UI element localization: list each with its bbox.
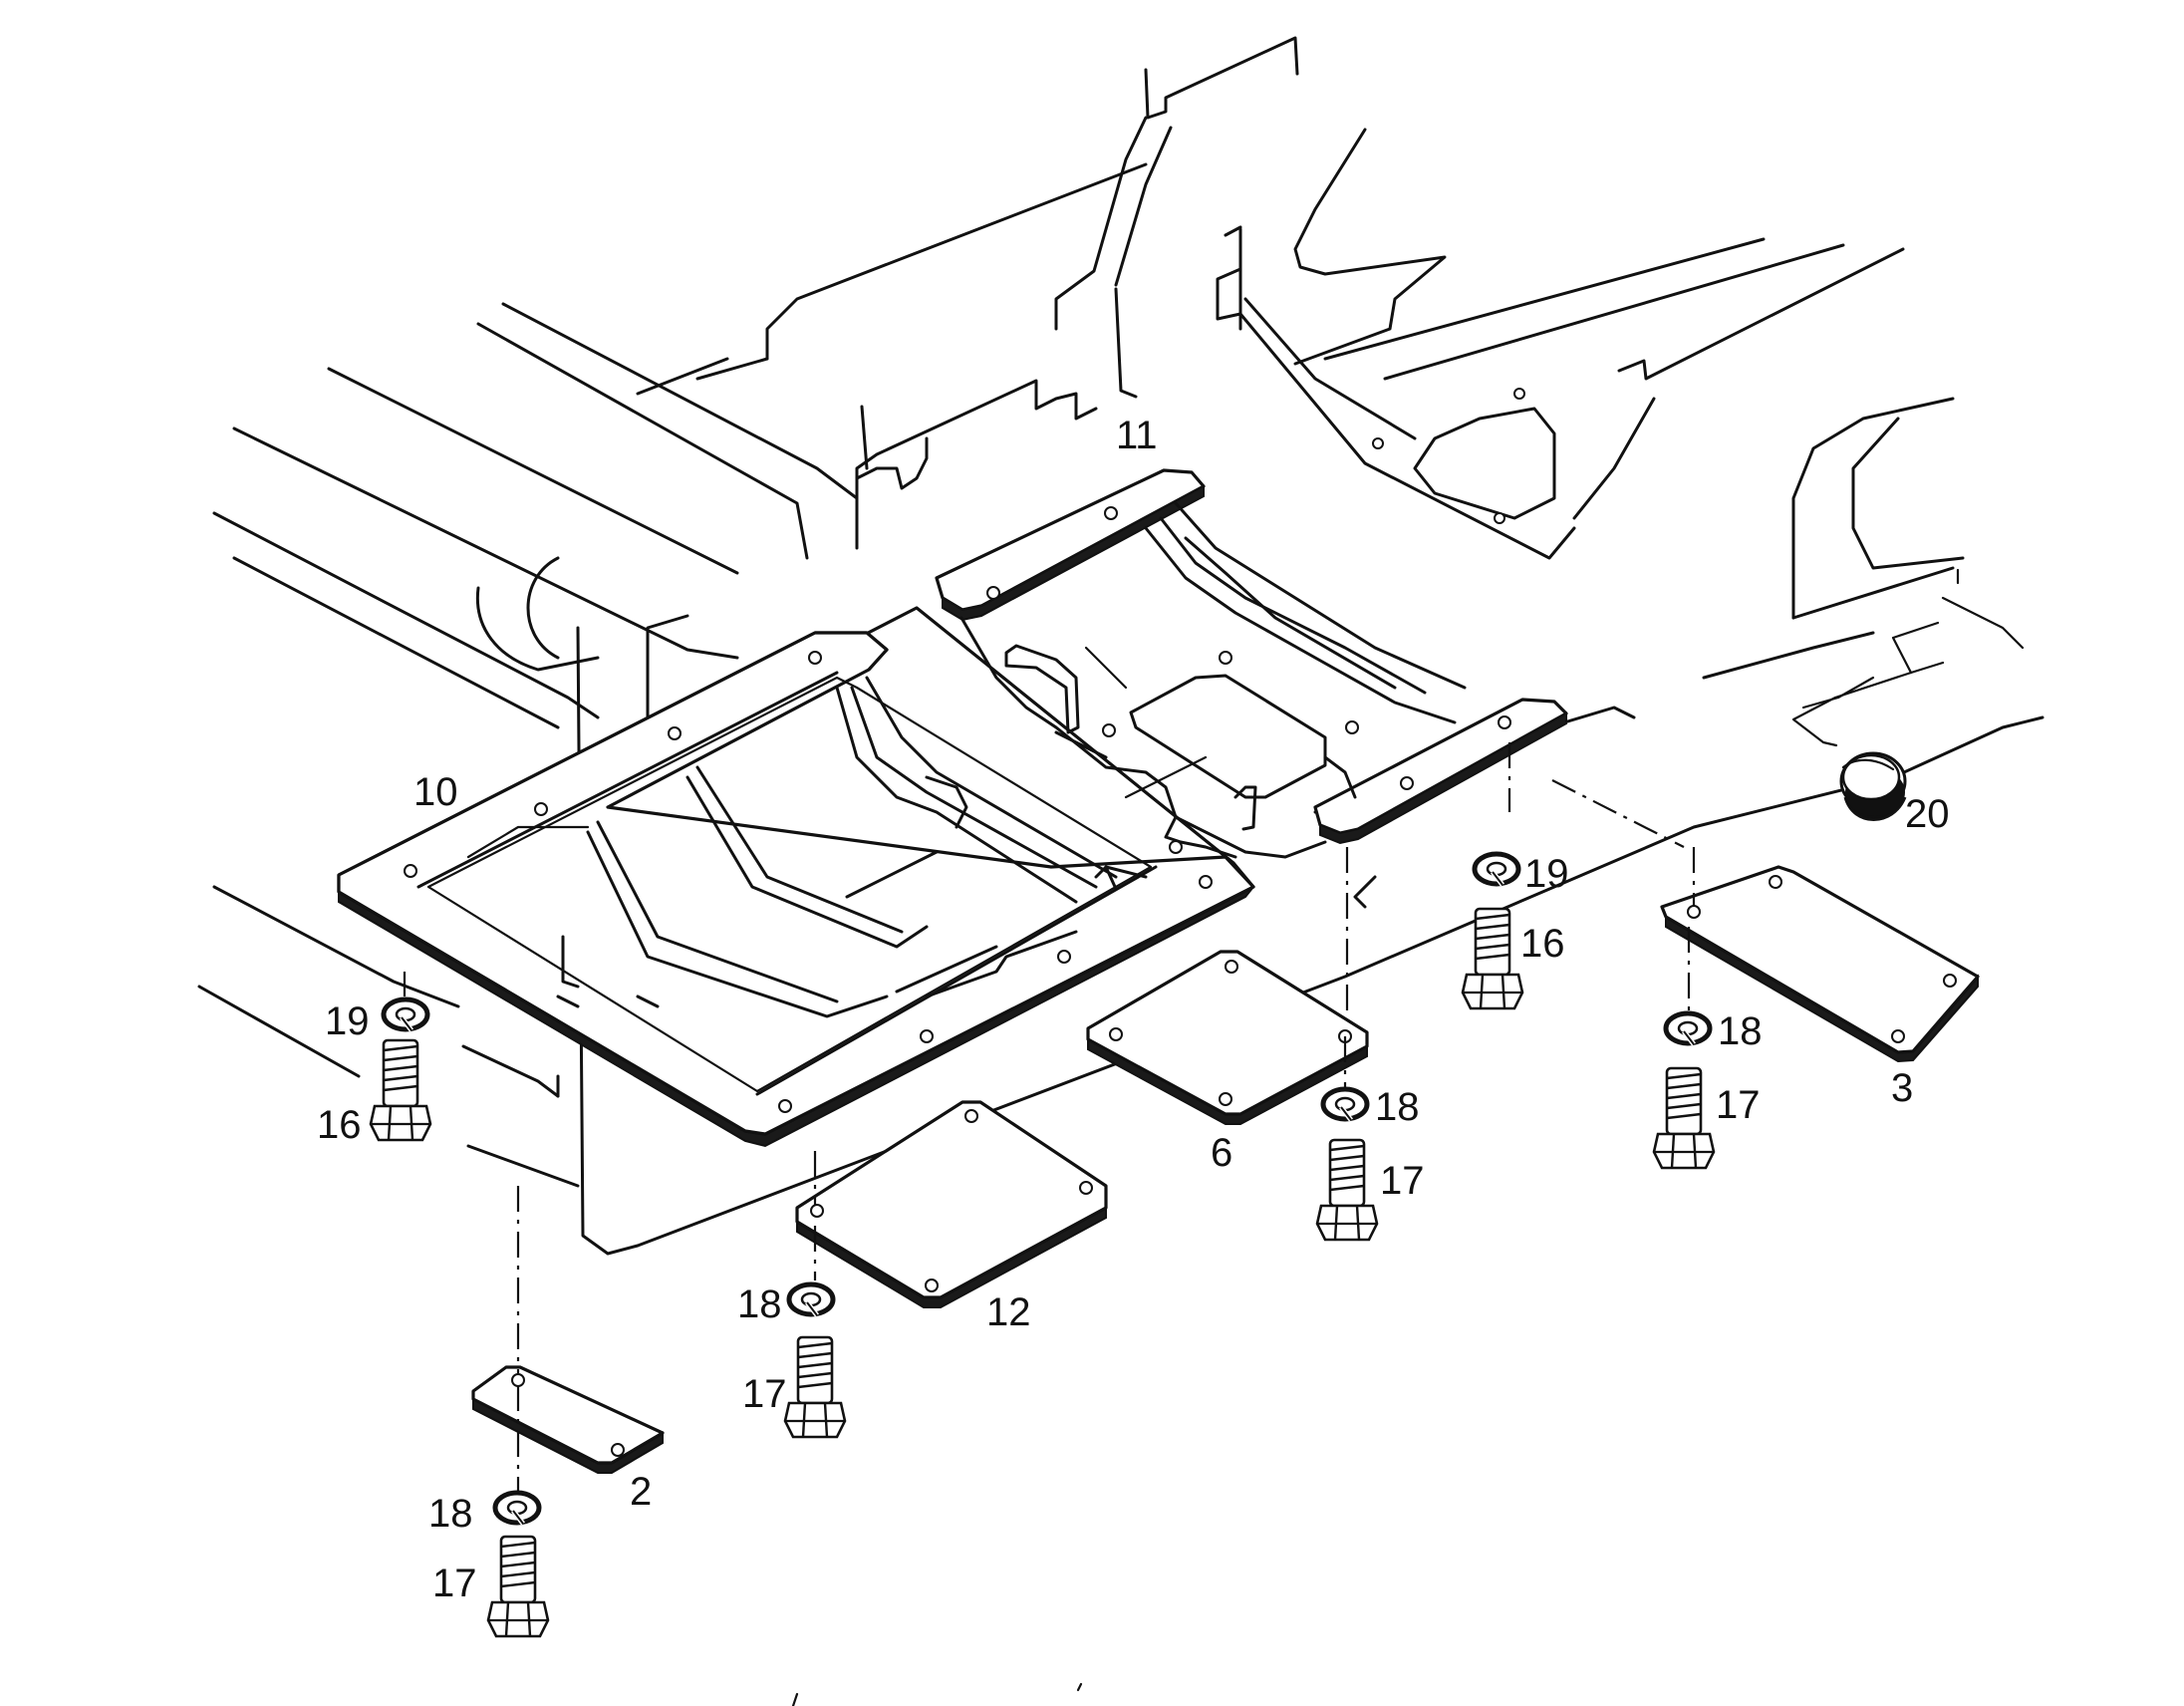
callout-17-lower: 17 xyxy=(742,1372,787,1416)
bolt-17-right xyxy=(1652,1066,1716,1170)
callout-labels: 10 11 20 19 16 19 16 18 17 3 6 18 17 12 … xyxy=(317,414,1950,1605)
part-12-cover-plate xyxy=(795,1100,1108,1308)
part-6-cover-plate xyxy=(1086,950,1369,1125)
bolt-16-left xyxy=(369,1038,432,1142)
callout-18-lower: 18 xyxy=(737,1282,782,1326)
callout-17-bottom: 17 xyxy=(432,1562,477,1605)
bolt-17-middle xyxy=(1315,1138,1379,1242)
callout-20: 20 xyxy=(1905,792,1950,836)
callout-6: 6 xyxy=(1211,1131,1232,1175)
washer-18-bottom xyxy=(495,1493,539,1524)
callout-3: 3 xyxy=(1891,1066,1913,1110)
washer-19-right xyxy=(1475,854,1518,885)
chassis-frame xyxy=(197,36,2045,1706)
callout-16-right: 16 xyxy=(1520,922,1565,966)
callout-17-middle: 17 xyxy=(1380,1159,1425,1203)
bolt-17-lower xyxy=(783,1335,847,1439)
part-11-rear-frame xyxy=(935,468,1568,859)
part-2-small-plate xyxy=(471,1365,665,1474)
washer-18-middle xyxy=(1323,1089,1367,1120)
part-10-large-frame xyxy=(337,606,1255,1148)
callout-2: 2 xyxy=(630,1470,652,1514)
callout-18-right: 18 xyxy=(1718,1009,1763,1053)
callout-18-middle: 18 xyxy=(1375,1085,1420,1129)
callout-19-left: 19 xyxy=(325,999,370,1043)
part-3-cover-plate xyxy=(1660,865,1980,1063)
washer-19-left xyxy=(384,999,427,1030)
callout-17-right: 17 xyxy=(1716,1083,1761,1127)
part-20-plug xyxy=(1839,751,1907,821)
callout-10: 10 xyxy=(413,770,458,814)
leader-lines xyxy=(403,621,1945,1495)
washer-18-lower xyxy=(789,1284,833,1315)
callout-16-left: 16 xyxy=(317,1103,362,1147)
callout-18-bottom: 18 xyxy=(428,1492,473,1536)
callout-12: 12 xyxy=(986,1290,1031,1334)
callout-19-right: 19 xyxy=(1524,852,1569,896)
washer-18-right xyxy=(1666,1013,1710,1044)
bolt-17-bottom xyxy=(486,1535,550,1638)
callout-11: 11 xyxy=(1116,414,1158,457)
